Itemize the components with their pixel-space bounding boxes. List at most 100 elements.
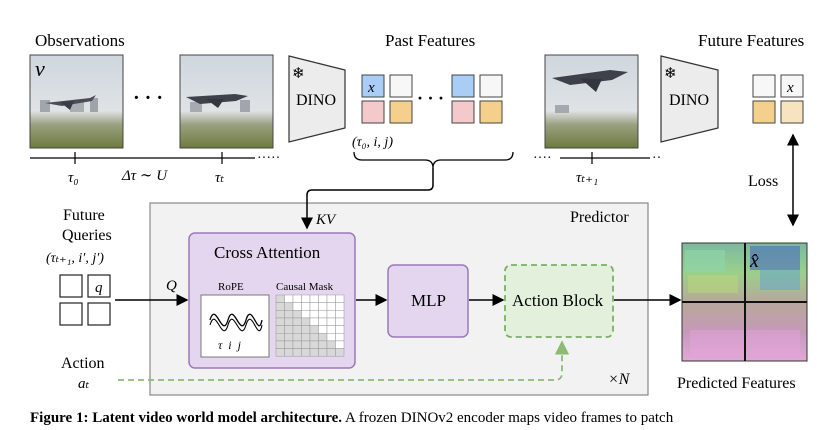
dino-label-2: DINO (669, 92, 709, 109)
mask-cell (275, 333, 285, 342)
loss-label: Loss (748, 173, 778, 190)
kv-arrow (301, 168, 434, 230)
frames-ellipsis: · · · (133, 87, 163, 109)
mask-cell (275, 340, 285, 349)
mask-cell (335, 348, 345, 357)
mask-cell (275, 325, 285, 334)
mask-cell (326, 333, 336, 342)
action-label: Action (61, 355, 105, 372)
mask-cell (284, 310, 294, 319)
future-feature-grid (752, 74, 804, 124)
past-feature-x: x (367, 80, 375, 96)
tau0-label: τ₀ (68, 170, 79, 186)
video-frame-1 (29, 54, 124, 149)
rope-label: RoPE (218, 281, 244, 293)
predicted-features-label: Predicted Features (677, 375, 796, 392)
mask-cell (335, 340, 345, 349)
mask-cell (301, 340, 311, 349)
mask-cell (335, 317, 345, 326)
mask-cell (292, 348, 302, 357)
video-frame-3 (544, 54, 639, 149)
query-token-q: q (95, 280, 103, 296)
past-features-label: Past Features (385, 31, 475, 50)
mask-cell (275, 348, 285, 357)
future-queries-label-2: Queries (62, 227, 112, 244)
mask-cell (309, 325, 319, 334)
mask-cell (275, 294, 285, 303)
mask-cell (326, 340, 336, 349)
snowflake-icon: ❄ (292, 66, 305, 82)
mask-cell (309, 302, 319, 311)
mask-cell (318, 325, 328, 334)
dino-encoder-2 (660, 55, 719, 143)
mask-cell (275, 310, 285, 319)
mask-cell (309, 310, 319, 319)
caption-text: A frozen DINOv2 encoder maps video frame… (342, 410, 674, 426)
mask-cell (326, 294, 336, 303)
past-index-label: (τ₀, i, j) (352, 135, 393, 150)
timeline-dots-1: ····· (257, 151, 280, 166)
mask-cell (284, 325, 294, 334)
past-feature-grid-1 (361, 74, 413, 124)
action-dashed-arrow (118, 340, 570, 381)
mask-cell (318, 294, 328, 303)
video-frame-2 (179, 54, 274, 149)
rope-axes-label: τ i j (218, 338, 242, 352)
timeline-dots-2: ···· (533, 151, 552, 166)
mask-cell (335, 310, 345, 319)
mask-cell (309, 348, 319, 357)
mask-cell (284, 348, 294, 357)
mask-cell (301, 310, 311, 319)
timeline-dots-3: ·· (652, 151, 661, 166)
causal-mask-grid (275, 294, 345, 357)
tau-t1-label: τₜ₊₁ (576, 170, 598, 186)
action-variable: aₜ (78, 376, 90, 392)
mask-cell (284, 302, 294, 311)
mask-cell (309, 340, 319, 349)
mask-cell (292, 333, 302, 342)
future-queries-label-1: Future (63, 207, 105, 224)
mask-cell (301, 348, 311, 357)
action-block-label: Action Block (512, 291, 604, 310)
kv-label: KV (315, 212, 337, 228)
mask-cell (335, 294, 345, 303)
mask-cell (284, 317, 294, 326)
mask-cell (284, 340, 294, 349)
mask-cell (275, 317, 285, 326)
mlp-block (387, 264, 469, 338)
mask-cell (335, 333, 345, 342)
mask-cell (301, 325, 311, 334)
mask-cell (318, 348, 328, 357)
x-hat-label: x̂ (749, 250, 759, 272)
mask-cell (309, 294, 319, 303)
mask-cell (318, 317, 328, 326)
mask-cell (318, 340, 328, 349)
action-block (504, 264, 614, 338)
mlp-label: MLP (411, 291, 446, 310)
mask-cell (292, 310, 302, 319)
mask-cell (301, 317, 311, 326)
future-features-label: Future Features (698, 31, 804, 50)
mask-cell (309, 333, 319, 342)
rope-panel (200, 294, 270, 358)
mask-cell (284, 333, 294, 342)
mask-cell (292, 317, 302, 326)
mask-cell (309, 317, 319, 326)
mask-cell (292, 302, 302, 311)
mask-cell (292, 325, 302, 334)
tau-t-label: τₜ (215, 170, 224, 186)
mask-cell (284, 294, 294, 303)
q-label: Q (166, 278, 177, 294)
causal-mask-label: Causal Mask (276, 281, 334, 293)
mask-cell (326, 317, 336, 326)
query-token-grid (59, 274, 111, 326)
cross-attention-label: Cross Attention (214, 243, 321, 262)
mask-cell (301, 294, 311, 303)
mask-cell (335, 325, 345, 334)
predicted-features-image (681, 242, 808, 362)
snowflake-icon-2: ❄ (664, 66, 677, 82)
delta-tau-label: Δτ ∼ U (121, 168, 168, 184)
caption-bold: Figure 1: Latent video world model archi… (30, 410, 343, 426)
mask-cell (335, 302, 345, 311)
mask-cell (301, 333, 311, 342)
